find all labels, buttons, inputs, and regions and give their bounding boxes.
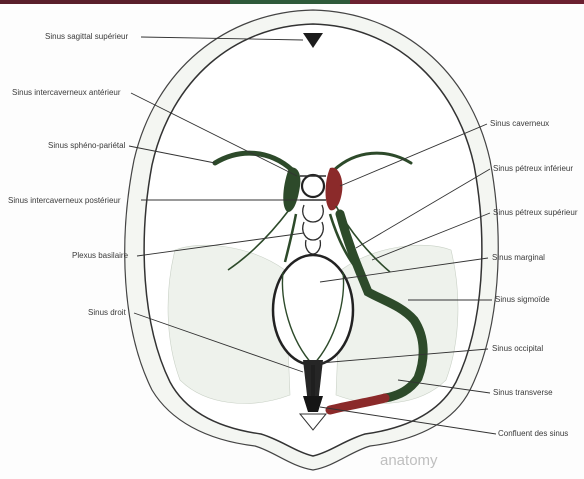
label-transverse: Sinus transverse (493, 388, 553, 397)
label-sigmoid: Sinus sigmoïde (495, 295, 550, 304)
label-sagittal-superior: Sinus sagittal supérieur (45, 32, 128, 41)
label-marginal: Sinus marginal (492, 253, 545, 262)
label-superior-petrosal: Sinus pétreux supérieur (493, 208, 578, 217)
label-spheno-parietal: Sinus sphéno-pariétal (48, 141, 126, 150)
label-cavernous: Sinus caverneux (490, 119, 549, 128)
label-occipital: Sinus occipital (492, 344, 543, 353)
label-straight-sinus: Sinus droit (88, 308, 127, 317)
label-intercavernous-anterior: Sinus intercaverneux antérieur (12, 88, 121, 97)
label-inferior-petrosal: Sinus pétreux inférieur (493, 164, 573, 173)
hypophyseal-fossa (302, 175, 324, 197)
label-confluence: Confluent des sinus (498, 429, 568, 438)
label-basilar-plexus: Plexus basilaire (72, 251, 129, 260)
anatomy-watermark: anatomy (380, 452, 438, 469)
label-intercavernous-posterior: Sinus intercaverneux postérieur (8, 196, 121, 205)
